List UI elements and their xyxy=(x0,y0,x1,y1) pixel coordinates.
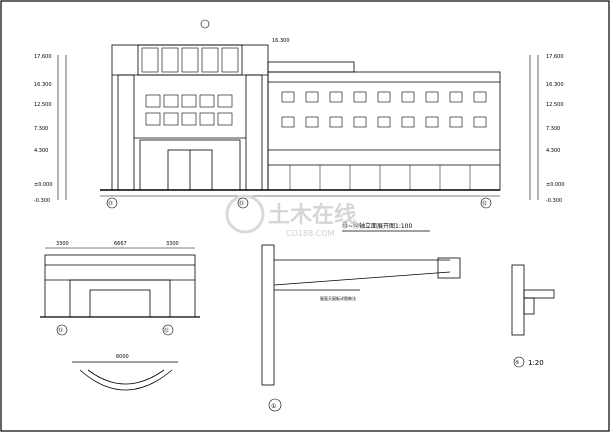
entrance-dim-right: 3300 xyxy=(166,241,179,247)
level-label: 12.500 xyxy=(546,102,564,108)
level-label: 16.300 xyxy=(546,82,564,88)
left-level-scale xyxy=(57,55,67,200)
left-level-labels: 17.600 16.300 12.500 7.300 4.300 ±0.000 … xyxy=(34,54,53,204)
entrance-axis-right: ⑫ xyxy=(164,327,169,334)
right-level-scale xyxy=(529,55,539,200)
level-label: 17.600 xyxy=(34,54,52,60)
right-level-labels: 17.600 16.300 12.500 7.300 4.300 ±0.000 … xyxy=(546,54,565,204)
level-label: 4.300 xyxy=(34,148,48,154)
watermark-name: 土木在线 xyxy=(268,202,356,228)
top-note: 16.300 xyxy=(272,38,290,44)
level-label: 4.300 xyxy=(546,148,560,154)
plan-dim: 6000 xyxy=(116,354,129,360)
entrance-axis-left: ⑬ xyxy=(58,327,63,334)
watermark: 土木在线 CO188.COM xyxy=(225,194,356,238)
detail-scale: 1:20 xyxy=(528,359,544,367)
axis-label-left: ⑬ xyxy=(108,200,113,207)
level-label: ±0.000 xyxy=(34,182,53,188)
main-elevation xyxy=(100,44,501,197)
watermark-url: CO188.COM xyxy=(286,229,335,238)
section-detail xyxy=(261,244,461,386)
detail-number: ① xyxy=(271,403,276,410)
right-detail xyxy=(511,264,555,336)
axis-bubbles xyxy=(106,19,492,209)
level-label: -0.300 xyxy=(546,198,562,204)
level-label: -0.300 xyxy=(34,198,50,204)
axis-label-right: ⑫ xyxy=(482,200,487,207)
level-label: 17.600 xyxy=(546,54,564,60)
level-label: 12.500 xyxy=(34,102,52,108)
detail-circle-label: ⑤ xyxy=(515,360,519,366)
level-label: 16.300 xyxy=(34,82,52,88)
curved-plan xyxy=(72,361,178,391)
level-label: 7.300 xyxy=(546,126,560,132)
entrance-dim-left: 3300 xyxy=(56,241,69,247)
entrance-dim-center: 6667 xyxy=(114,241,127,247)
drawing-title: ⑬~⑫轴立面展开图1:100 xyxy=(342,222,413,230)
entrance-elevation xyxy=(40,247,200,318)
axis-label-center: ⑬ xyxy=(239,200,244,207)
level-label: 7.300 xyxy=(34,126,48,132)
section-label: 屋面天窗板详图做法 xyxy=(320,295,356,301)
watermark-logo-icon xyxy=(225,194,265,234)
level-label: ±0.000 xyxy=(546,182,565,188)
